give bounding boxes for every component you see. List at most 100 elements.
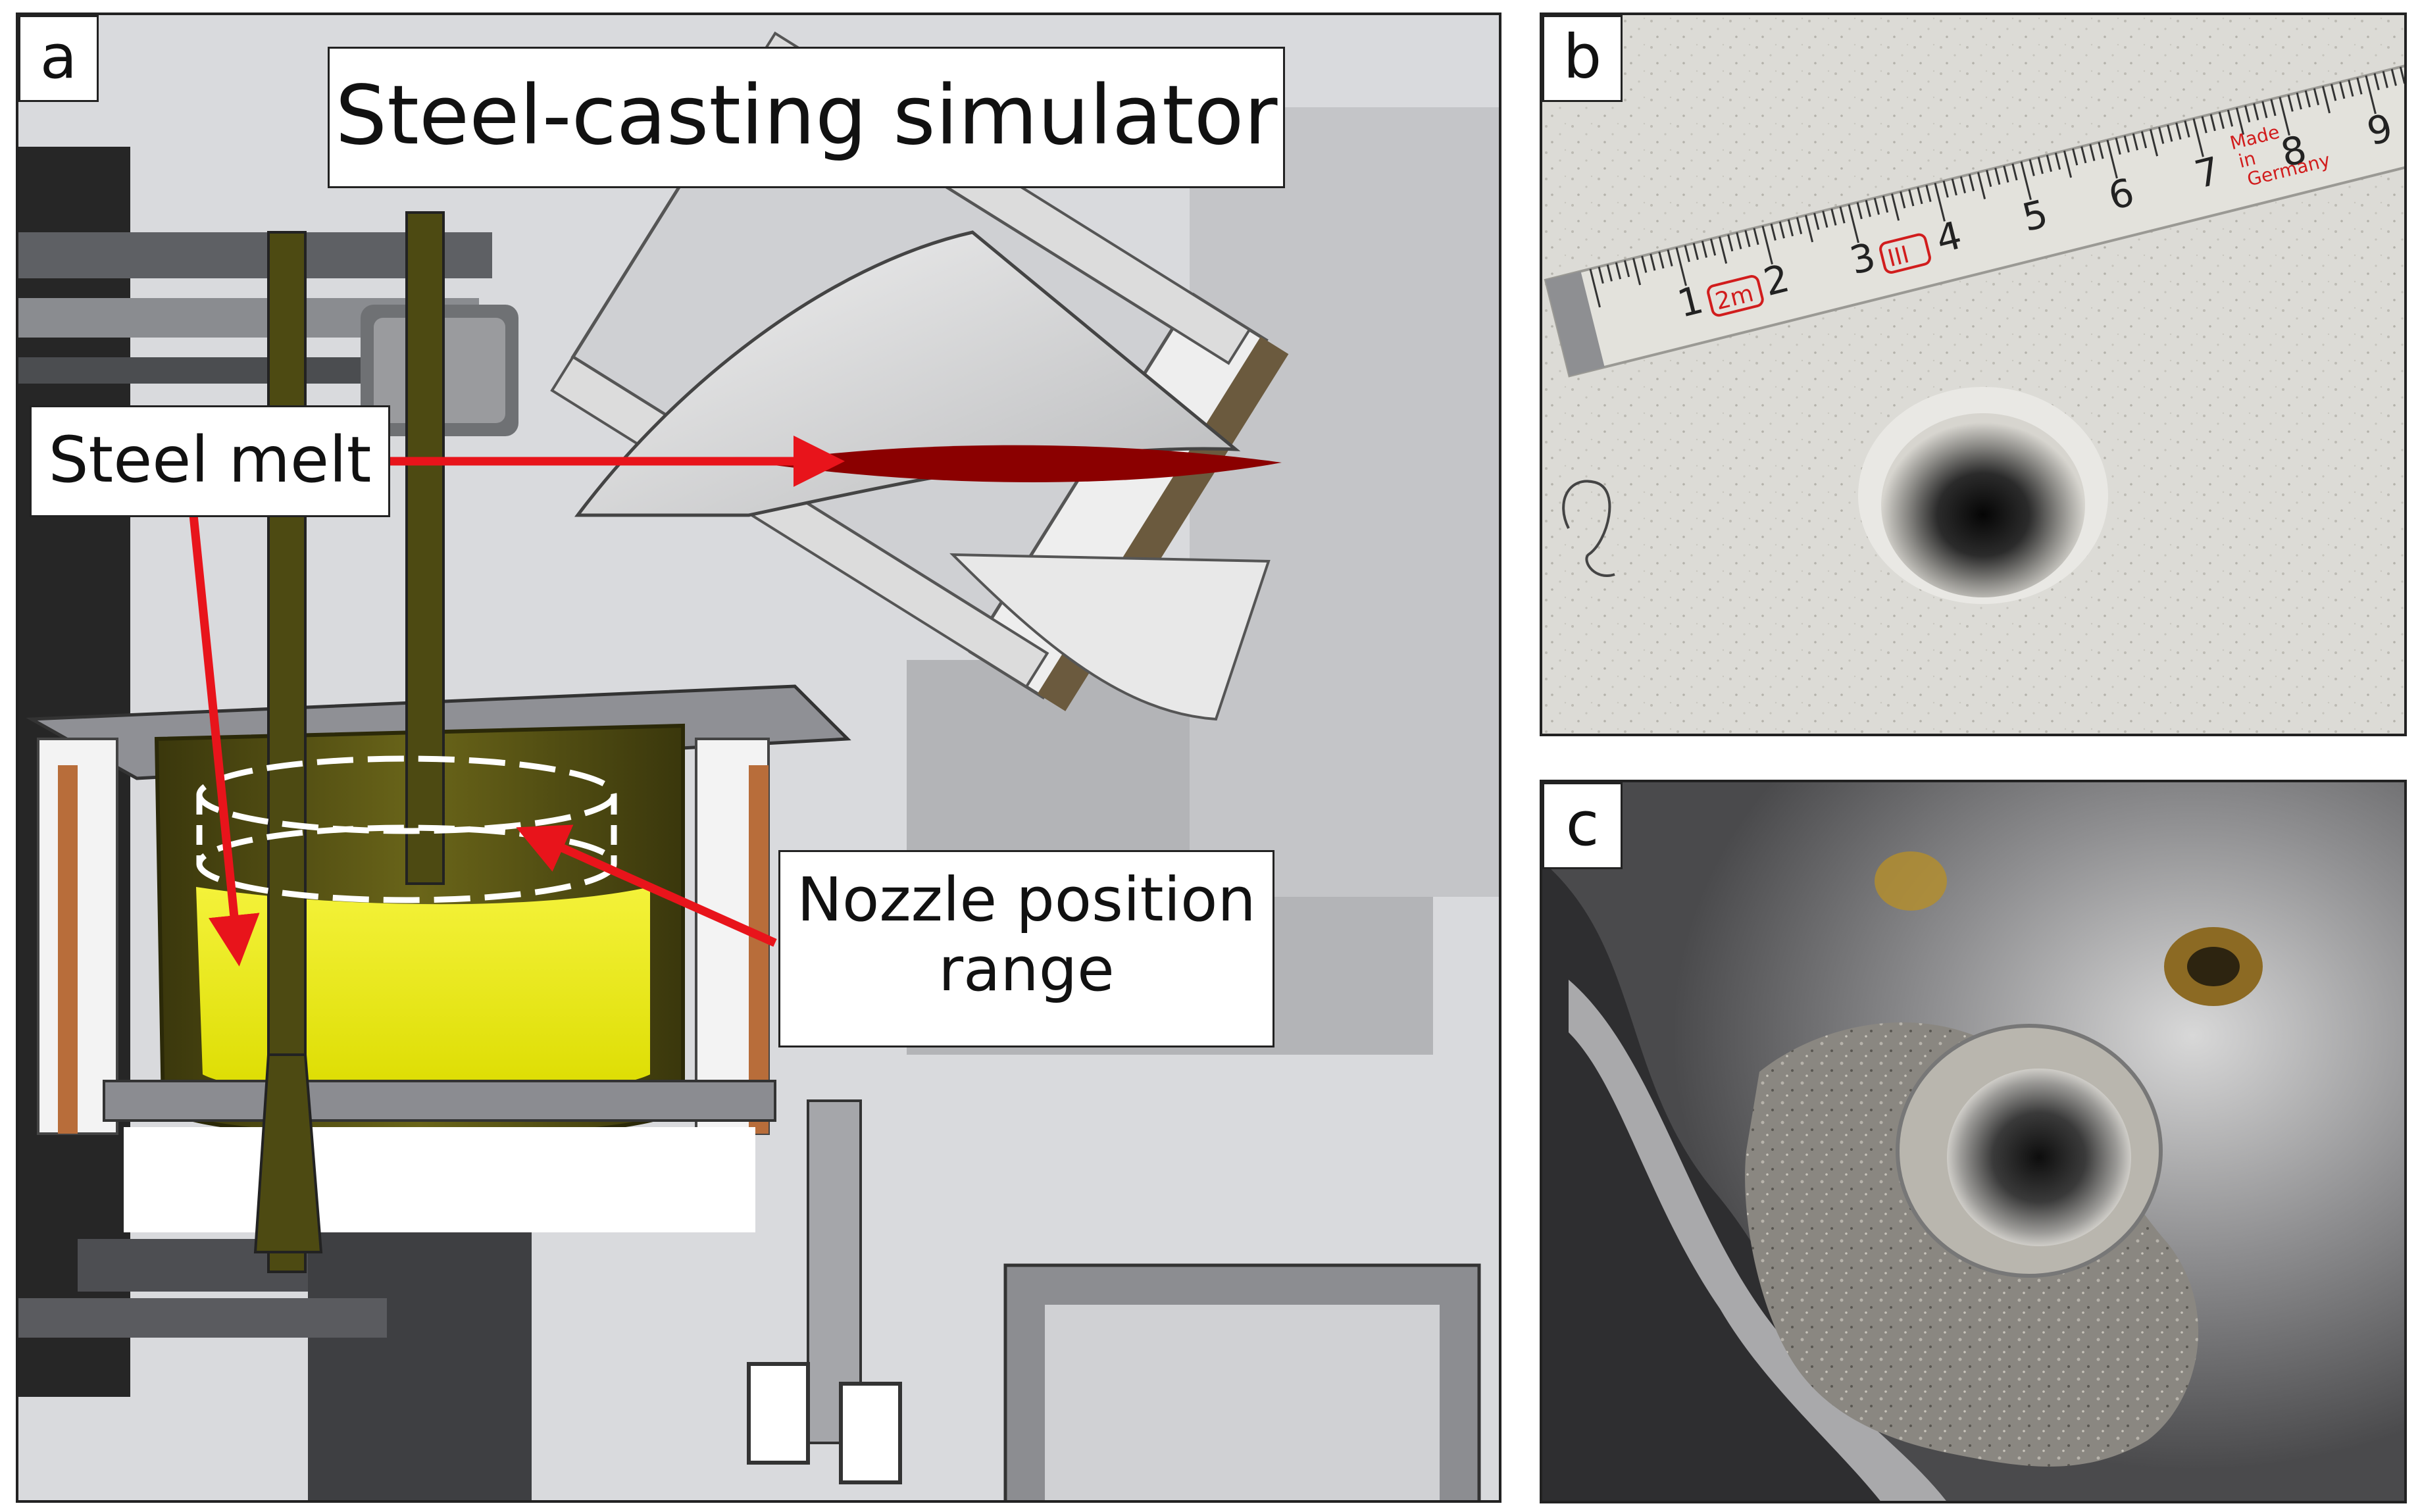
ruler-tick <box>2348 79 2354 97</box>
ruler-tick <box>1589 268 1601 308</box>
funnel-body <box>574 230 1241 517</box>
ruler-tick <box>1701 240 1708 258</box>
ruler-tick <box>2046 155 2052 172</box>
ruler-tick <box>2244 105 2251 123</box>
ruler-tick <box>1968 174 1975 191</box>
ruler-tick <box>2287 94 2294 112</box>
ruler-tick <box>1856 202 1863 220</box>
ruler-tick <box>1667 249 1673 266</box>
ruler-tick <box>2175 122 2182 140</box>
ruler-tick <box>2390 68 2397 86</box>
ruler-tick <box>2331 84 2337 101</box>
ruler-tick <box>2184 120 2190 138</box>
ruler-tick <box>2399 66 2404 84</box>
ruler-tick <box>1865 199 1871 217</box>
panel-a-letter: a <box>18 15 99 102</box>
nozzle-label-line2: range <box>938 934 1115 1005</box>
ruler-tick <box>2098 141 2104 159</box>
steel-melt-pool <box>196 887 650 1099</box>
ruler-tick <box>2115 138 2121 155</box>
ruler-tick <box>2106 139 2118 179</box>
ruler-tick <box>2304 90 2311 108</box>
ruler-tick <box>1719 236 1728 264</box>
ruler-tick <box>1839 206 1846 224</box>
ruler-tick <box>1830 208 1837 226</box>
ruler-tick <box>1805 214 1814 243</box>
drilled-hole <box>1881 413 2085 597</box>
panel-c-letter: c <box>1542 782 1623 869</box>
ruler-stamp-2m-border <box>1707 275 1764 317</box>
ruler-tick <box>2011 163 2018 181</box>
metal-swarf-curl <box>1562 480 1615 577</box>
nozzle-position-range-label: Nozzle position range <box>778 850 1274 1047</box>
ruler-tick <box>2029 159 2035 176</box>
ruler-tick <box>2149 129 2159 157</box>
nozzle-hole <box>1947 1069 2131 1246</box>
ruler-tick <box>1787 219 1794 237</box>
arrow-to-nozzle-range <box>516 824 777 947</box>
nozzle-label-line1: Nozzle position <box>797 865 1256 935</box>
ruler-stamp-iii-border <box>1879 233 1931 274</box>
ruler-tick <box>1848 204 1859 243</box>
ruler-tick <box>1951 178 1957 196</box>
hot-chamber-red <box>755 445 1282 482</box>
ruler-tick <box>1615 262 1622 280</box>
ruler-tick <box>1736 232 1742 249</box>
steel-rod-shadow <box>1542 861 1907 1501</box>
ruler-tick <box>2037 157 2044 174</box>
ruler-tick <box>2158 126 2165 144</box>
ruler-tick <box>2192 118 2204 157</box>
ruler-tick <box>1977 172 1986 199</box>
ruler-tick <box>1650 253 1656 271</box>
ruler-tick <box>2253 103 2259 120</box>
ruler-tick <box>1942 180 1949 198</box>
support-column <box>308 1232 532 1500</box>
ruler-tick <box>1753 228 1759 245</box>
ruler-tick <box>1890 193 1900 221</box>
stopper-rod-right <box>405 211 445 885</box>
ruler-tick <box>2296 92 2302 110</box>
ruler-tick <box>1959 176 1966 193</box>
panel-c-photo-steel-nozzle: c <box>1540 780 2407 1503</box>
ruler-tick <box>1813 213 1820 230</box>
ruler-tick <box>2167 124 2173 142</box>
ruler-tick <box>2132 133 2138 151</box>
ruler-tick <box>1778 221 1785 239</box>
ruler-tick <box>2123 135 2130 153</box>
panel-a-title: Steel-casting simulator <box>328 47 1285 188</box>
ruler-tick <box>1986 170 1992 188</box>
ruler-tick <box>2279 97 2290 136</box>
steel-rod-highlight <box>1569 980 1946 1501</box>
ruler-tick <box>1641 255 1648 273</box>
ruler-tick <box>1761 226 1773 265</box>
ruler-tick <box>2089 143 2096 161</box>
steel-surface-photo <box>1542 782 2404 1501</box>
ruler-tick <box>1727 234 1734 252</box>
ruler-tick <box>1692 243 1699 261</box>
panel-a-cad-rendering: a Steel-casting simulator Steel melt Noz… <box>16 13 1501 1503</box>
oxide-spot-1 <box>1875 851 1947 911</box>
ruler-tick <box>2227 109 2234 127</box>
ruler-tick <box>2356 77 2363 95</box>
ruler-tick <box>1658 251 1665 269</box>
ruler-tick <box>1917 187 1923 205</box>
ruler-tick <box>1606 264 1613 282</box>
ruler-tick <box>2209 114 2216 132</box>
ruler-tick <box>2063 150 2073 178</box>
ruler-tick <box>1623 260 1630 278</box>
ruler-tick <box>2321 86 2331 114</box>
ruler-tick <box>1744 230 1751 247</box>
ruler-tick <box>1994 167 2001 185</box>
panel-b-letter: b <box>1542 15 1623 102</box>
ruler-tick <box>2218 111 2225 129</box>
ruler-tick <box>1882 195 1889 213</box>
ruler-tick <box>1873 197 1880 215</box>
ruler-tick <box>2140 131 2148 149</box>
ruler-tick <box>2373 73 2380 91</box>
ruler-tick <box>2339 82 2346 99</box>
casting-simulator-drawing <box>18 15 1499 1500</box>
ruler-tick <box>2003 165 2009 183</box>
